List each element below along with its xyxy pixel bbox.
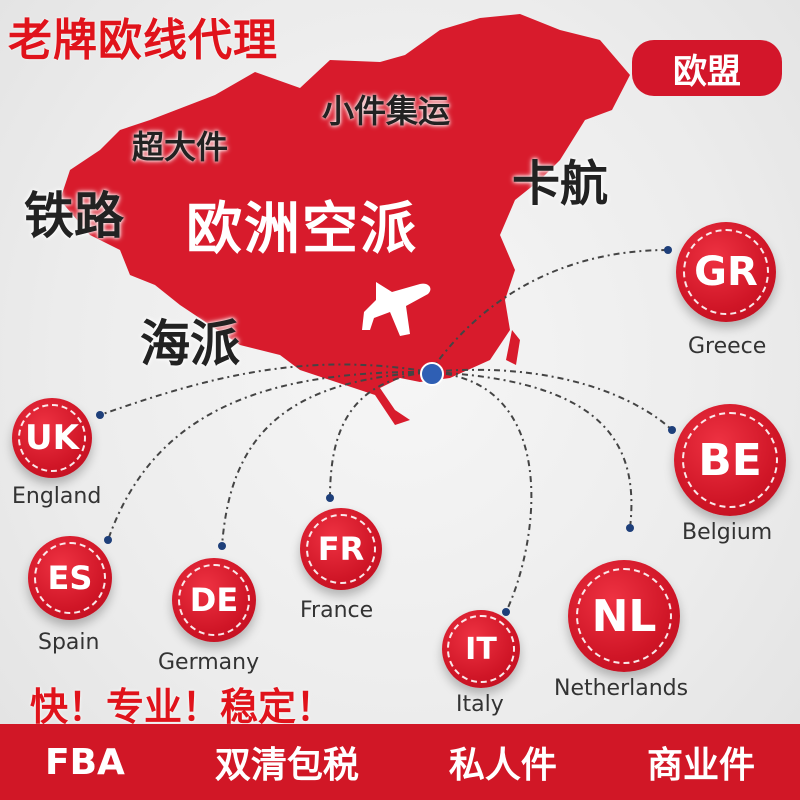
service-railway: 铁路 <box>24 187 124 245</box>
country-bubble-be: BE <box>674 404 786 516</box>
country-name: Greece <box>688 334 767 359</box>
country-bubble-fr: FR <box>300 508 382 590</box>
airplane-icon <box>362 282 431 336</box>
country-code: BE <box>698 434 762 486</box>
country-code: GR <box>694 249 758 295</box>
country-bubble-it: IT <box>442 610 520 688</box>
country-bubble-uk: UK <box>12 398 92 478</box>
service-truck: 卡航 <box>512 156 609 212</box>
country-name: Belgium <box>682 520 773 545</box>
country-name: Spain <box>38 630 100 655</box>
country-name: Netherlands <box>554 676 689 701</box>
route-lines <box>99 249 673 613</box>
country-code: UK <box>25 418 79 458</box>
service-sea: 海派 <box>140 315 240 373</box>
china-map-shape <box>60 14 630 425</box>
region-badge: 欧盟 <box>632 40 782 96</box>
feature-item: 商业件 <box>646 745 755 786</box>
country-bubble-de: DE <box>172 558 256 642</box>
slogan: 快！专业！稳定！ <box>30 685 335 729</box>
service-small-consolidation: 小件集运 <box>322 92 451 130</box>
country-bubble-gr: GR <box>676 222 776 322</box>
country-code: ES <box>47 559 93 597</box>
feature-item: 私人件 <box>448 745 557 786</box>
country-name: England <box>12 484 102 509</box>
country-code: DE <box>189 581 239 619</box>
taiwan-shape <box>506 330 520 365</box>
country-bubble-nl: NL <box>568 560 680 672</box>
origin-hub-dot <box>420 362 444 386</box>
feature-item: FBA <box>45 741 125 783</box>
country-code: FR <box>317 530 365 568</box>
headline: 老牌欧线代理 <box>8 15 278 66</box>
route-endpoints <box>96 246 676 616</box>
country-bubble-es: ES <box>28 536 112 620</box>
feature-bar: FBA 双清包税 私人件 商业件 <box>0 724 800 800</box>
country-name: Italy <box>456 692 504 717</box>
country-name: France <box>300 598 374 623</box>
country-code: IT <box>465 631 497 667</box>
service-air-label: 欧洲空派 <box>186 197 418 262</box>
country-code: NL <box>591 590 657 642</box>
service-oversize: 超大件 <box>132 128 229 166</box>
feature-item: 双清包税 <box>214 745 359 786</box>
country-name: Germany <box>158 650 260 675</box>
